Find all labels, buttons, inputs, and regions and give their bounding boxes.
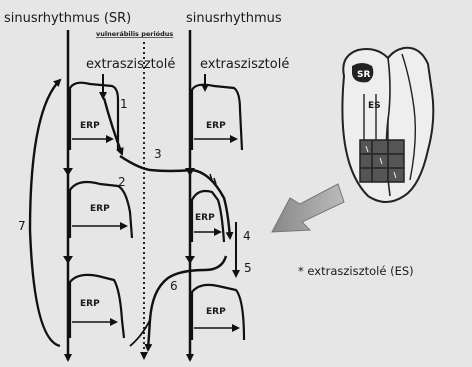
step-2: 2 (118, 175, 126, 189)
step-7: 7 (18, 219, 26, 233)
erp-label-left-2: ERP (90, 204, 110, 214)
sinus-rhythm-left-label: sinusrhythmus (SR) (4, 11, 131, 26)
reentry-path-6 (148, 256, 226, 350)
action-potential-right-1 (192, 85, 242, 150)
step-3: 3 (154, 147, 162, 161)
reentry-loop-7 (30, 80, 60, 346)
heart-es-label: ES (368, 101, 381, 111)
erp-label-right-1: ERP (206, 121, 226, 131)
vulnerable-period-label: vulnerábilis periódus (96, 30, 173, 38)
erp-label-left-3: ERP (80, 299, 100, 309)
legend-extrasystole: * extraszisztolé (ES) (298, 264, 414, 278)
sinus-rhythm-right-label: sinusrhythmus (186, 11, 282, 26)
action-potential-left-1 (70, 83, 118, 150)
step-4: 4 (243, 229, 251, 243)
erp-label-left-1: ERP (80, 121, 100, 131)
step-5: 5 (244, 261, 252, 275)
step-1: 1 (120, 97, 128, 111)
heart-illustration: SR ES (342, 48, 433, 202)
pointer-arrow (272, 184, 344, 232)
erp-label-right-short: ERP (195, 213, 215, 223)
reentry-path-3 (120, 156, 230, 238)
erp-label-right-3: ERP (206, 307, 226, 317)
extrasystole-right-label: extraszisztolé (200, 57, 289, 72)
extrasystole-left-label: extraszisztolé (86, 57, 175, 72)
heart-sr-label: SR (357, 70, 370, 80)
step-6: 6 (170, 279, 178, 293)
